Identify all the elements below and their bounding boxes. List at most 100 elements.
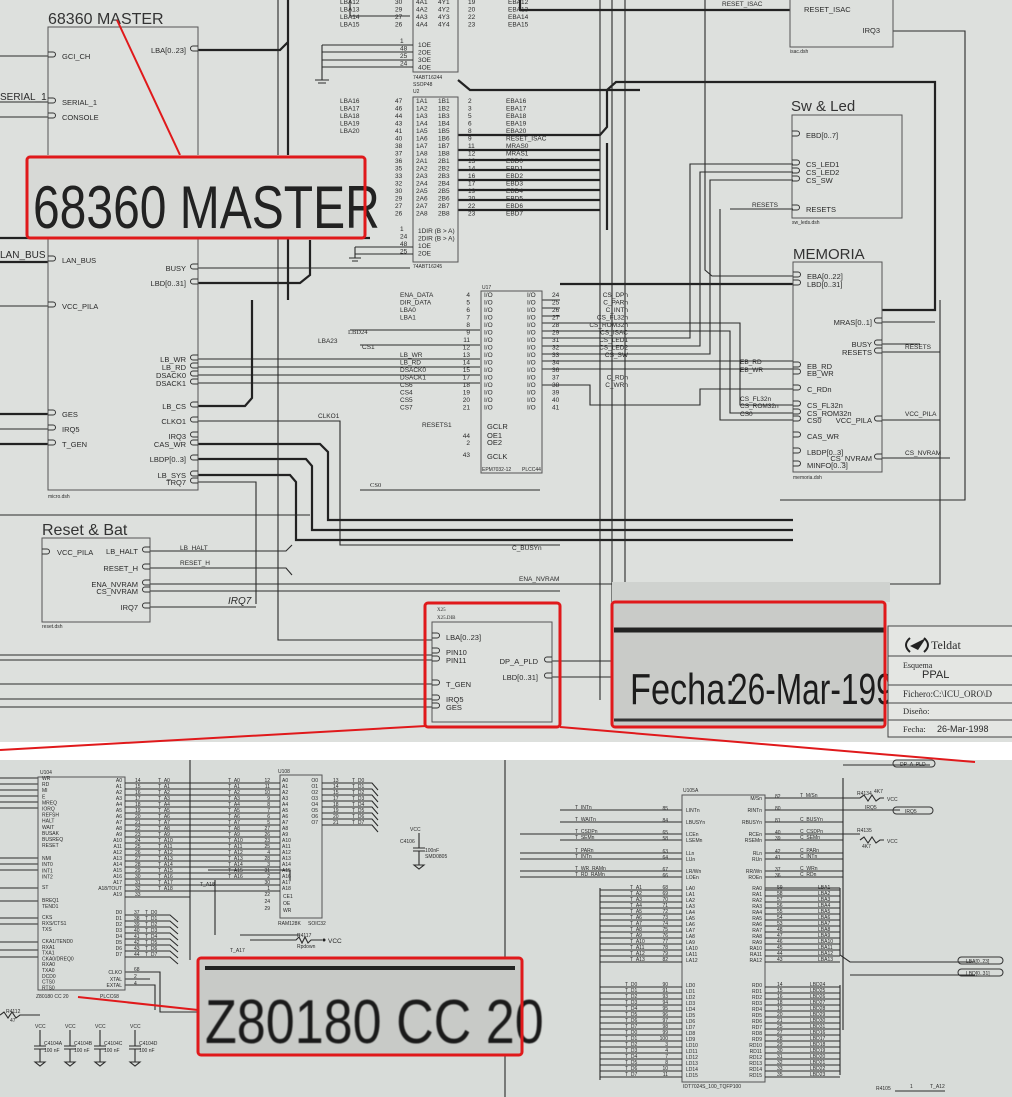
- chip-u104[interactable]: U104 Z80180 CC 20 PLCC68 R4112 47 WRRDMI…: [0, 770, 190, 1024]
- port-connector-icon[interactable]: [190, 439, 198, 446]
- port-connector-icon[interactable]: [874, 317, 882, 324]
- port-connector-icon[interactable]: [190, 370, 198, 377]
- port-connector-icon[interactable]: [793, 400, 801, 407]
- port-connector-icon[interactable]: [42, 548, 50, 555]
- teldat-logo-icon: [905, 637, 929, 653]
- port-connector-icon[interactable]: [432, 647, 440, 654]
- port-connector-icon[interactable]: [793, 384, 801, 391]
- pin-label: 44: [395, 113, 403, 120]
- port-connector-icon[interactable]: [190, 431, 198, 438]
- port-connector-icon[interactable]: [48, 97, 56, 104]
- port-connector-icon[interactable]: [793, 408, 801, 415]
- port-connector-icon[interactable]: [142, 546, 151, 553]
- port-connector-icon[interactable]: [190, 454, 198, 461]
- port-connector-icon[interactable]: [48, 301, 56, 308]
- sw-led-block[interactable]: Sw & Led sw_leds.dsh RESETS EBD[0..7]CS_…: [752, 98, 903, 226]
- wire: [322, 824, 379, 833]
- port-connector-icon[interactable]: [793, 279, 801, 286]
- port-connector-icon[interactable]: [48, 51, 56, 58]
- port-connector-icon[interactable]: [190, 263, 198, 270]
- port-connector-icon[interactable]: [792, 175, 800, 182]
- net-label: T_D2: [625, 994, 637, 1000]
- net-label: T_D5: [145, 940, 157, 946]
- reset-bat-block[interactable]: Reset & Bat reset.dsh VCC_PILA LB_HALTRE…: [41, 522, 151, 630]
- port-connector-icon[interactable]: [190, 401, 198, 408]
- pin-number: 21: [135, 820, 141, 826]
- pin-label: 14: [468, 166, 476, 173]
- u104-pin: WAIT: [42, 825, 54, 831]
- port-connector-icon[interactable]: [874, 415, 882, 422]
- off-page-lbd[interactable]: LBD[0..31]: [957, 968, 1004, 977]
- port-connector-icon[interactable]: [190, 477, 198, 484]
- port-connector-icon[interactable]: [432, 679, 440, 686]
- u104-pin: CLKO: [108, 970, 122, 976]
- net-clko1: CLKO1: [318, 413, 340, 420]
- port-connector-icon[interactable]: [793, 460, 801, 467]
- pin-label: 33: [552, 352, 560, 359]
- port-connector-icon[interactable]: [48, 424, 56, 431]
- x25-block[interactable]: X25 X25.DIB LBA[0..23]PIN10PIN11T_GENIRQ…: [423, 601, 562, 729]
- port-connector-icon[interactable]: [792, 167, 800, 174]
- port-connector-icon[interactable]: [190, 470, 198, 477]
- port-connector-icon[interactable]: [48, 409, 56, 416]
- port-connector-icon[interactable]: [142, 563, 151, 570]
- port-connector-icon[interactable]: [793, 361, 801, 368]
- master-block[interactable]: 68360 MASTER micro.dsh SERIAL_1 LAN_BUS …: [0, 11, 199, 500]
- port-connector-icon[interactable]: [432, 655, 440, 662]
- buffer-u2[interactable]: 74ABT16244 SSOP48 U2 LBA12LBA13LBA14LBA1…: [315, 0, 529, 95]
- port-connector-icon[interactable]: [793, 415, 801, 422]
- isac-block[interactable]: RESET_ISAC IRQ3 RESET_ISAC isac.dsh: [722, 0, 894, 55]
- port-connector-icon[interactable]: [793, 447, 801, 454]
- port-connector-icon[interactable]: [792, 204, 800, 211]
- port-connector-icon[interactable]: [432, 702, 440, 709]
- port-connector-icon[interactable]: [792, 130, 800, 137]
- off-page-irq5[interactable]: IRQ5: [892, 806, 934, 815]
- pin-label: DSACK0: [400, 367, 426, 374]
- u104-pin: A17: [113, 880, 122, 886]
- pin-number: 72: [662, 909, 668, 915]
- port-connector-icon[interactable]: [190, 416, 198, 423]
- net-label: LBD28: [810, 1006, 826, 1012]
- pin-label: 5: [466, 300, 470, 307]
- pin-label: 4Y4: [438, 22, 450, 29]
- pin-number: 17: [135, 796, 141, 802]
- pin-number: 11: [265, 784, 270, 790]
- port-connector-icon[interactable]: [48, 255, 56, 262]
- port-connector-icon[interactable]: [48, 439, 56, 446]
- port-connector-icon[interactable]: [793, 431, 801, 438]
- port-connector-icon[interactable]: [793, 368, 801, 375]
- port-connector-icon[interactable]: [544, 672, 553, 679]
- port-connector-icon[interactable]: [142, 602, 151, 609]
- port-connector-icon[interactable]: [190, 362, 198, 369]
- port-connector-icon[interactable]: [874, 347, 882, 354]
- u105a-pin: LD4: [686, 1007, 695, 1013]
- port-connector-icon[interactable]: [48, 112, 56, 119]
- pin-label: 1DIR (B > A): [418, 228, 455, 235]
- pin-number: 44: [777, 951, 783, 957]
- off-page-dp-a-pld[interactable]: DP_A_PLD: [892, 759, 936, 768]
- pin-label: 24: [552, 292, 560, 299]
- port-connector-icon[interactable]: [792, 159, 800, 166]
- chip-u105a[interactable]: U105A IDT7024S_100_TQFP100 LINTnLBUSYnLC…: [575, 759, 1004, 1092]
- port-connector-icon[interactable]: [190, 378, 198, 385]
- pin-number: 74: [662, 921, 668, 927]
- port-connector-icon[interactable]: [190, 354, 198, 361]
- port-connector-icon[interactable]: [432, 694, 440, 701]
- chip-u108[interactable]: U108 RAM128K SOIC32 T_A18 T_A17 R4117 Rp…: [190, 769, 379, 954]
- u104-part: Z80180 CC 20: [36, 994, 69, 1000]
- port-connector-icon[interactable]: [142, 579, 151, 586]
- port-connector-icon[interactable]: [190, 45, 198, 52]
- off-page-lba[interactable]: LBA[0..23]: [957, 956, 1004, 965]
- buffer-u3[interactable]: 74ABT16245 LBA16LBA17LBA18LBA19LBA204746…: [340, 96, 547, 270]
- port-connector-icon[interactable]: [874, 339, 882, 346]
- port-connector-icon[interactable]: [432, 632, 440, 639]
- port-connector-icon[interactable]: [874, 453, 882, 460]
- port-connector-icon[interactable]: [793, 271, 801, 278]
- pin-number: 22: [135, 826, 141, 832]
- port-connector-icon[interactable]: [190, 278, 198, 285]
- memoria-block[interactable]: MEMORIA memoria.dsh EBA[0..22]LBD[0..31]…: [740, 246, 941, 481]
- port-connector-icon[interactable]: [142, 586, 151, 593]
- u104-pin: MREQ: [42, 800, 57, 806]
- cpld-u17[interactable]: U17 EPM7032-12 PLCC44 RESETS1 ENA_DATADI…: [400, 285, 629, 474]
- port-connector-icon[interactable]: [544, 656, 553, 663]
